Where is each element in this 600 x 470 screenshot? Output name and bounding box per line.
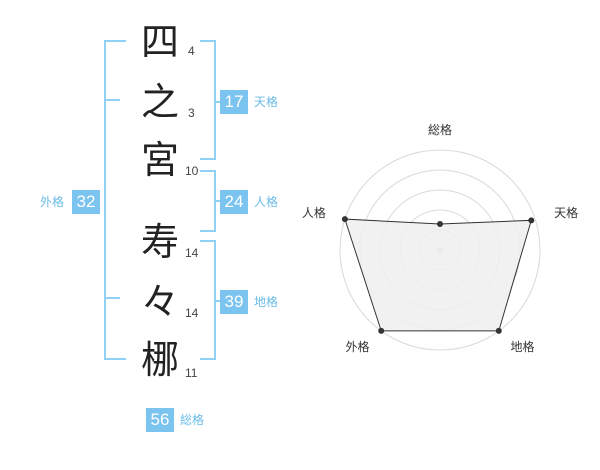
stroke-count-1: 4 <box>188 44 195 58</box>
radar-axis-label-2: 天格 <box>554 205 578 220</box>
chikaku-connector <box>214 300 222 302</box>
tenkaku-connector <box>214 101 222 103</box>
gaikaku-bracket <box>104 40 126 360</box>
radar-point-1 <box>437 221 443 227</box>
gaikaku-value: 32 <box>72 190 100 214</box>
gaikaku-label: 外格 <box>40 195 65 209</box>
tenkaku-label: 天格 <box>254 95 279 109</box>
tenkaku-value: 17 <box>220 90 248 114</box>
jinkaku-label: 人格 <box>254 195 279 209</box>
soukaku-label: 総格 <box>180 413 205 427</box>
radar-grid-ring <box>339 149 541 351</box>
chikaku-label: 地格 <box>254 295 279 309</box>
radar-axis-label-4: 外格 <box>345 339 369 354</box>
radar-axis-label-3: 地格 <box>511 339 535 354</box>
tenkaku-bracket <box>200 40 216 160</box>
stroke-count-3: 10 <box>185 164 199 178</box>
stroke-count-2: 3 <box>188 106 195 120</box>
radar-point-5 <box>341 216 348 223</box>
jinkaku-value: 24 <box>220 190 248 214</box>
radar-point-2 <box>528 217 535 224</box>
radar-axis-label-1: 総格 <box>428 122 452 137</box>
stroke-count-6: 11 <box>185 366 198 380</box>
gaikaku-tick-2 <box>104 297 120 299</box>
radar-area <box>344 218 532 332</box>
name-char-5: 々 <box>140 280 179 324</box>
name-char-6: 梛 <box>140 338 179 382</box>
radar-axis-label-5: 人格 <box>302 205 326 220</box>
name-char-4: 寿 <box>140 220 179 264</box>
soukaku-value: 56 <box>146 408 174 432</box>
chikaku-value: 39 <box>220 290 248 314</box>
jinkaku-connector <box>214 200 222 202</box>
name-char-1: 四 <box>140 20 179 64</box>
name-char-2: 之 <box>140 80 179 124</box>
radar-point-4 <box>378 327 385 334</box>
stroke-count-4: 14 <box>185 246 199 260</box>
radar-point-3 <box>495 327 502 334</box>
stroke-count-5: 14 <box>185 306 199 320</box>
gaikaku-tick-1 <box>104 99 120 101</box>
name-char-3: 宮 <box>140 138 179 182</box>
